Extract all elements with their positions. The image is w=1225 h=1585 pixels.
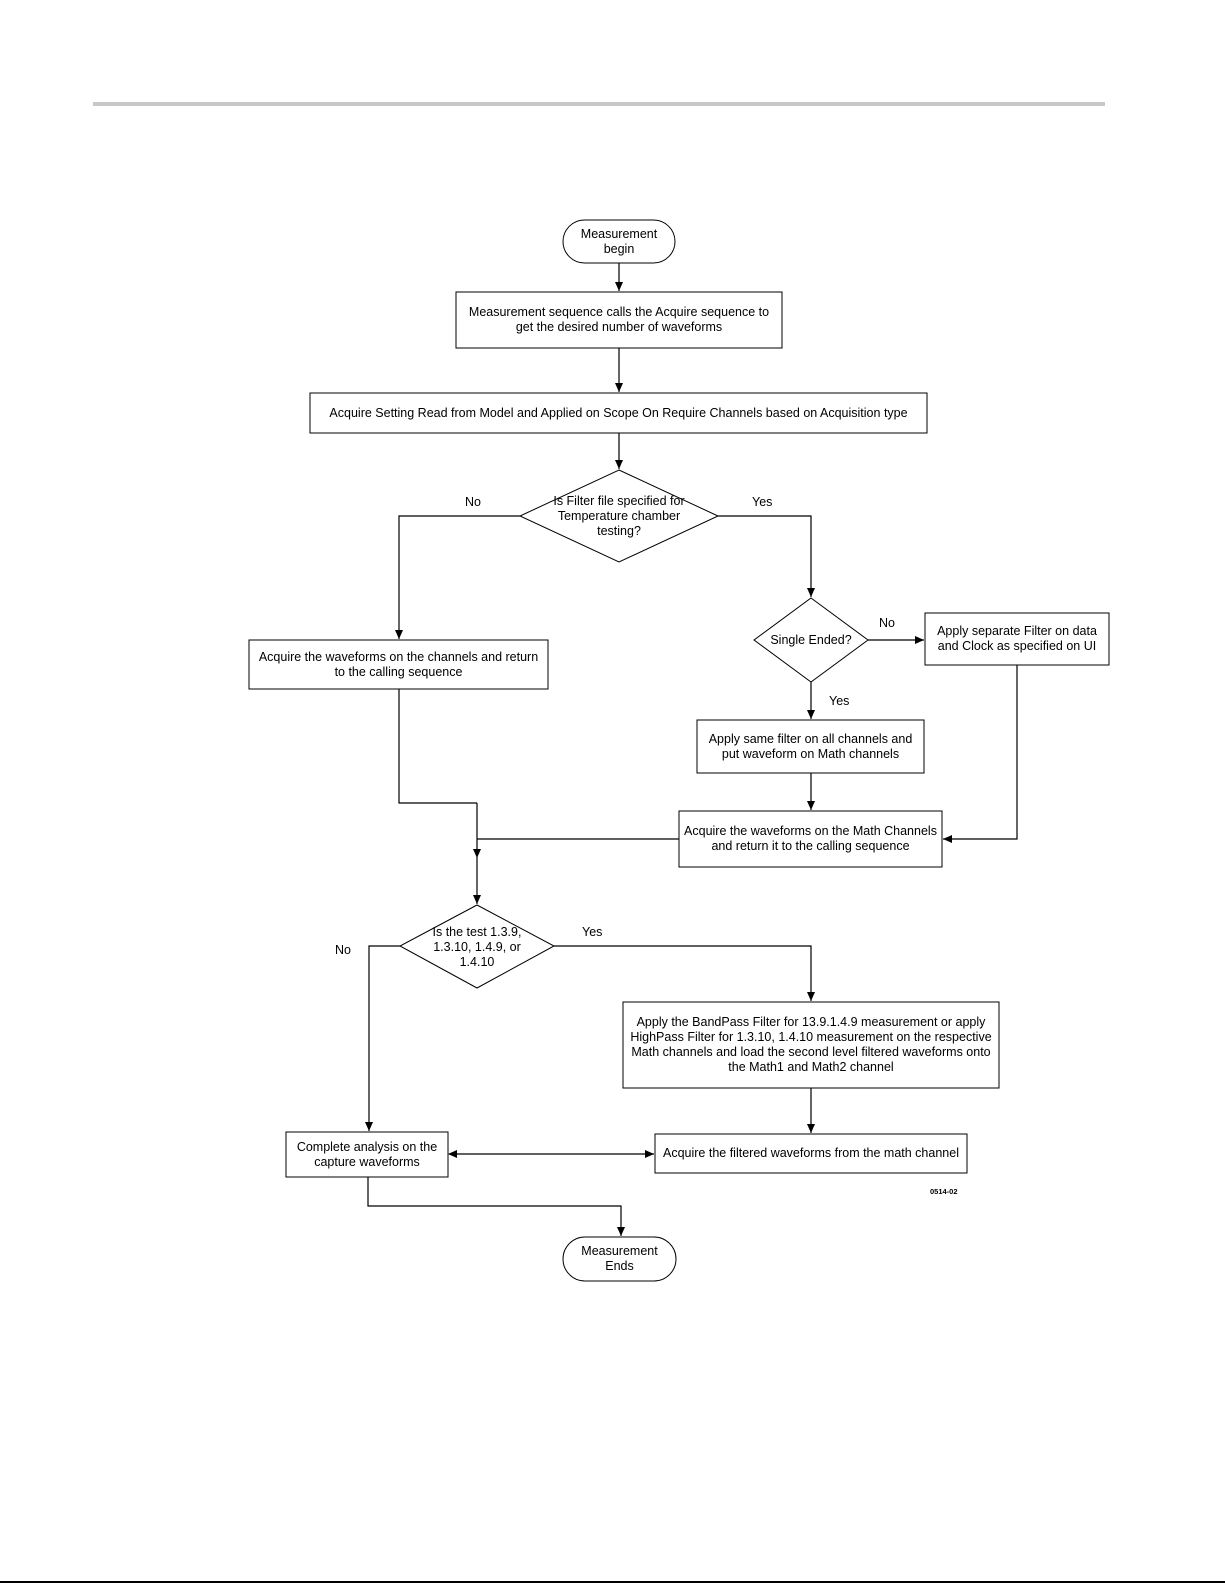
arrow-analysis-to-end	[367, 1177, 625, 1236]
arrow-test-no	[365, 945, 400, 1131]
acquire-filtered-step: Acquire the filtered waveforms from the …	[663, 1146, 959, 1160]
test-no-label: No	[335, 943, 351, 957]
footer-rule	[0, 1581, 1225, 1583]
test-decision-diamond	[398, 904, 556, 989]
arrow-decision-no	[395, 515, 520, 639]
end-terminal-shape	[562, 1236, 677, 1282]
test-yes-label: Yes	[582, 925, 603, 939]
arrow-decision-yes	[718, 515, 815, 597]
end-terminal: Measurement Ends	[581, 1244, 658, 1273]
acquire-channels-box	[248, 639, 549, 690]
arrow-test-yes	[554, 945, 815, 1001]
acquire-filtered-box	[654, 1133, 968, 1174]
single-yes-label: Yes	[829, 694, 850, 708]
separate-filter-step: Apply separate Filter on data and Clock …	[937, 624, 1097, 653]
filter-decision-diamond	[518, 469, 720, 563]
filter-decision: Is Filter file specified for Temperature…	[553, 493, 685, 538]
acquire-setting-box	[309, 392, 928, 434]
acquire-math-step: Acquire the waveforms on the Math Channe…	[684, 824, 937, 853]
separate-filter-box	[924, 612, 1110, 666]
figure-reference: 0514-02	[930, 1187, 958, 1196]
start-terminal: Measurement begin	[580, 226, 658, 256]
bandpass-box	[622, 1001, 1000, 1089]
arrow-separate-to-math	[943, 665, 1018, 843]
test-decision: Is the test 1.3.9, 1.3.10, 1.4.9, or 1.4…	[432, 924, 522, 969]
filter-yes-label: Yes	[752, 495, 773, 509]
complete-analysis-step: Complete analysis on the capture wavefor…	[296, 1139, 438, 1169]
same-filter-step: Apply same filter on all channels and pu…	[708, 731, 913, 761]
filter-no-label: No	[465, 495, 481, 509]
bandpass-step: Apply the BandPass Filter for 13.9.1.4.9…	[630, 1015, 992, 1074]
single-no-label: No	[879, 616, 895, 630]
acquire-channels-step: Acquire the waveforms on the channels an…	[258, 649, 539, 679]
header-rule	[93, 102, 1105, 106]
line-channels-down	[398, 689, 477, 804]
single-ended-decision: Single Ended?	[770, 632, 852, 647]
acquire-call-step: Measurement sequence calls the Acquire s…	[468, 305, 770, 334]
acquire-setting-step: Acquire Setting Read from Model and Appl…	[329, 405, 908, 420]
acquire-call-box	[455, 291, 783, 349]
complete-analysis-box	[285, 1131, 449, 1178]
